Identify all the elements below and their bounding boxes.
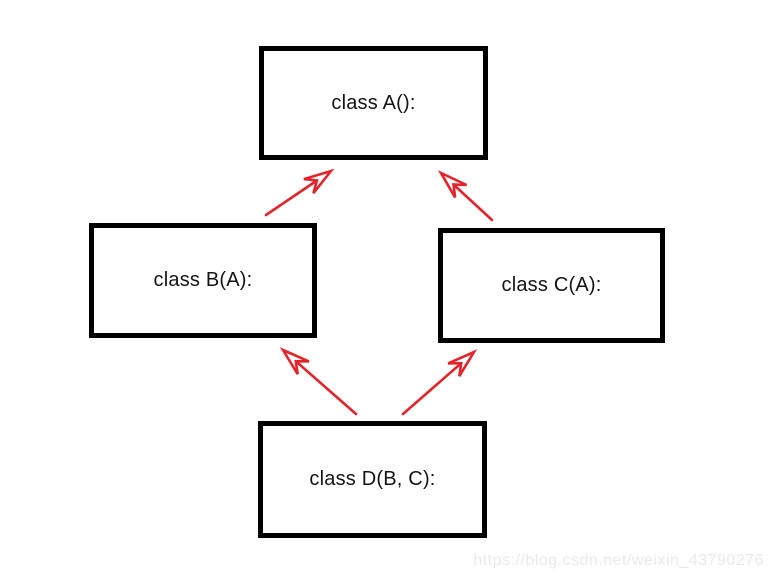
class-a-label: class A(): <box>331 91 416 114</box>
class-a-box: class A(): <box>259 46 488 160</box>
class-d-box: class D(B, C): <box>258 421 487 538</box>
class-d-label: class D(B, C): <box>309 468 436 490</box>
class-b-label: class B(A): <box>153 269 253 291</box>
watermark-url: https://blog.csdn.net/weixin_43790276 <box>473 552 764 569</box>
class-b-box: class B(A): <box>89 223 317 338</box>
arrow-D-to-C <box>401 349 478 416</box>
class-c-label: class C(A): <box>501 274 602 296</box>
arrow-D-to-B <box>279 347 358 416</box>
class-c-box: class C(A): <box>438 228 665 343</box>
arrow-C-to-A <box>437 170 494 222</box>
arrow-B-to-A <box>264 168 335 217</box>
